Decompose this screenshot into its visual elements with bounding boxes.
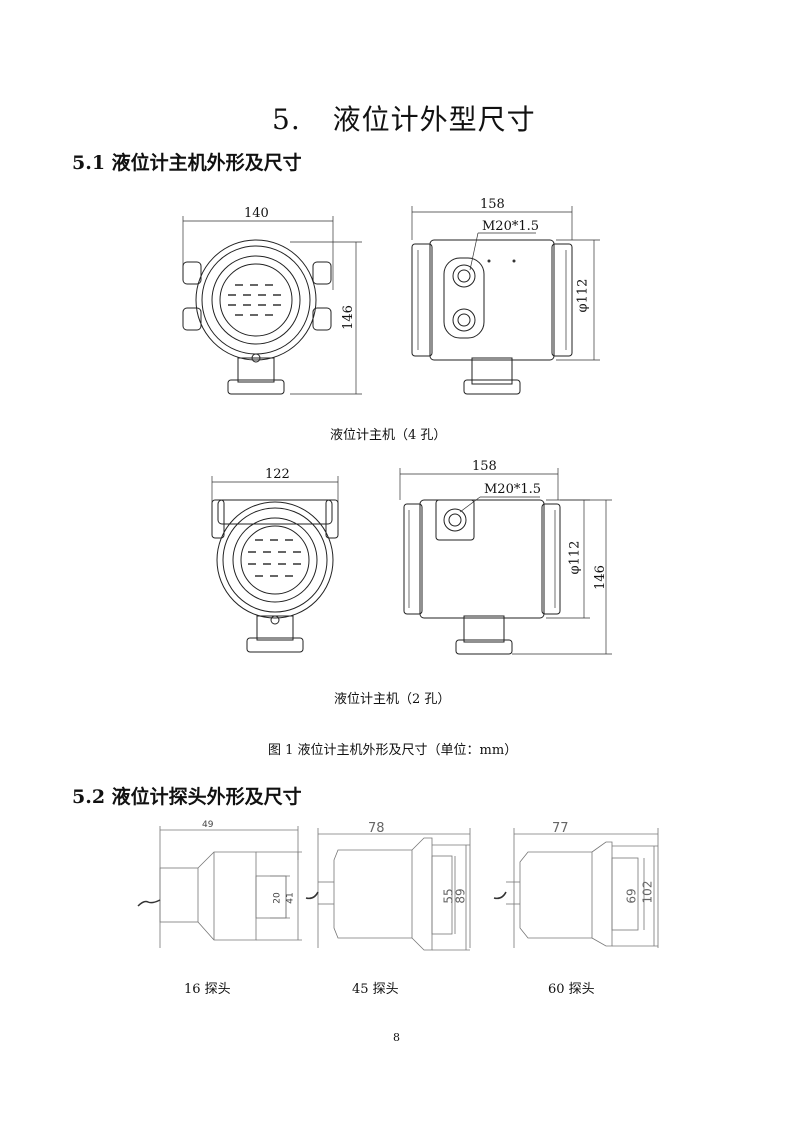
dim-front-width-4hole: 140 [244, 206, 269, 221]
probe-45-drawing [305, 828, 471, 951]
page-number: 8 [393, 1031, 400, 1044]
dim-thread-2hole: M20*1.5 [484, 482, 542, 497]
chapter-number: 5. [272, 103, 301, 136]
dim-thread-4hole: M20*1.5 [482, 219, 540, 234]
figure-1-caption: 图 1 液位计主机外形及尺寸（单位：mm） [268, 743, 518, 758]
side-view-2hole [399, 468, 612, 655]
chapter-heading: 5. 液位计外型尺寸 [272, 98, 536, 138]
probe-16-d-inner: 20 [272, 892, 283, 904]
probe-60-length: 77 [552, 821, 569, 836]
dim-side-width-4hole: 158 [480, 197, 505, 212]
probe-45-d-outer: 89 [453, 888, 468, 904]
dim-side-width-2hole: 158 [472, 459, 497, 474]
front-view-4hole [182, 216, 362, 395]
probe-60-d-outer: 102 [640, 880, 655, 904]
caption-4hole: 液位计主机（4 孔） [330, 428, 447, 443]
front-view-2hole [211, 476, 339, 653]
probe-60-caption: 60 探头 [548, 982, 595, 997]
caption-2hole: 液位计主机（2 孔） [334, 692, 451, 707]
probe-45-length: 78 [368, 821, 385, 836]
probe-16-caption: 16 探头 [184, 982, 231, 997]
probe-16-length: 49 [202, 820, 214, 830]
section-5-2-title: 5.2 液位计探头外形及尺寸 [72, 786, 302, 808]
probe-16-drawing [137, 826, 302, 948]
probe-16-d-outer: 41 [285, 892, 296, 904]
probe-60-drawing [493, 828, 659, 948]
probe-60-d-inner: 69 [624, 888, 639, 904]
section-5-1-title: 5.1 液位计主机外形及尺寸 [72, 152, 302, 174]
chapter-title: 液位计外型尺寸 [332, 103, 536, 136]
dim-front-width-2hole: 122 [265, 467, 290, 482]
probe-45-caption: 45 探头 [352, 982, 399, 997]
side-view-4hole [411, 206, 600, 395]
